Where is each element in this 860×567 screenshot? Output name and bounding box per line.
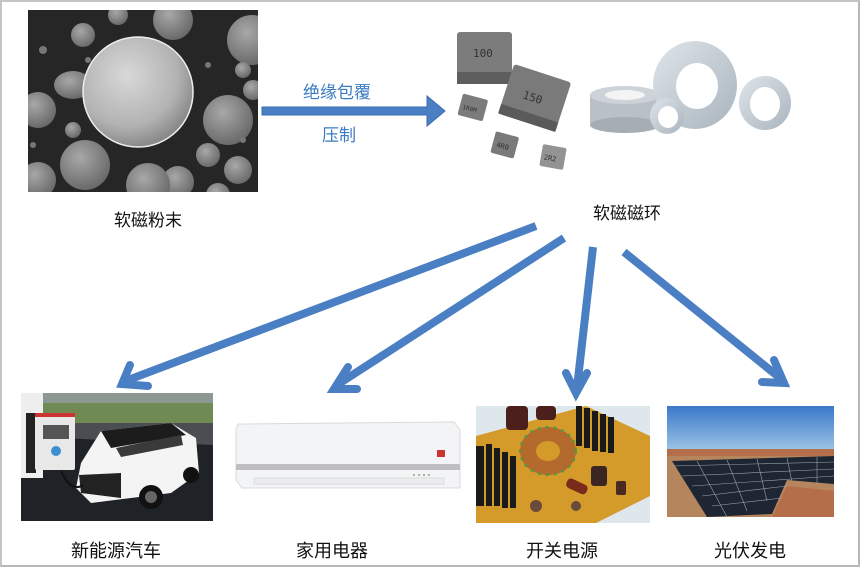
smps-label: 开关电源 [526, 541, 598, 562]
ring-label: 软磁磁环 [593, 204, 661, 224]
inductor-marking-1r0m: 1R0M [462, 104, 478, 115]
pv-label: 光伏发电 [714, 541, 786, 562]
process-step-coating: 绝缘包覆 [303, 83, 371, 103]
arrowhead-appliance [326, 363, 361, 393]
inductor-marking-100: 100 [473, 47, 493, 60]
electric-car-icon [21, 393, 213, 521]
smps-image [476, 406, 650, 523]
toroid-core-icon [590, 41, 791, 134]
arrowhead-pv [758, 356, 791, 388]
arrow-ring-to-pv [621, 248, 783, 382]
ev-label: 新能源汽车 [71, 541, 161, 562]
arrowhead-smps [562, 369, 591, 402]
powder-image [28, 10, 258, 192]
arrow-ring-to-appliance [337, 234, 567, 387]
appliance-label: 家用电器 [296, 541, 368, 562]
sem-powder-icon [28, 10, 258, 192]
arrowhead-ev [116, 361, 152, 390]
solar-panel-icon [667, 406, 834, 517]
power-supply-pcb-icon [476, 406, 650, 523]
powder-label: 软磁粉末 [114, 211, 182, 231]
smd-inductor-icon: 100 150 1R0M 4R0 2R2 [457, 32, 571, 170]
air-conditioner-icon [235, 421, 461, 489]
inductor-image: 100 150 1R0M 4R0 2R2 [445, 22, 595, 180]
appliance-image [234, 420, 462, 492]
inductor-marking-150: 150 [521, 89, 544, 108]
arrow-ring-to-smps [573, 246, 597, 389]
pv-image [667, 406, 834, 517]
inductor-marking-2r2: 2R2 [543, 153, 557, 163]
arrow-powder-to-ring [261, 94, 446, 128]
ev-image [21, 393, 213, 521]
inductor-marking-4r0: 4R0 [495, 141, 509, 152]
toroid-ring-image [585, 40, 800, 145]
arrow-ring-to-ev [126, 222, 538, 384]
process-step-pressing: 压制 [322, 126, 356, 146]
